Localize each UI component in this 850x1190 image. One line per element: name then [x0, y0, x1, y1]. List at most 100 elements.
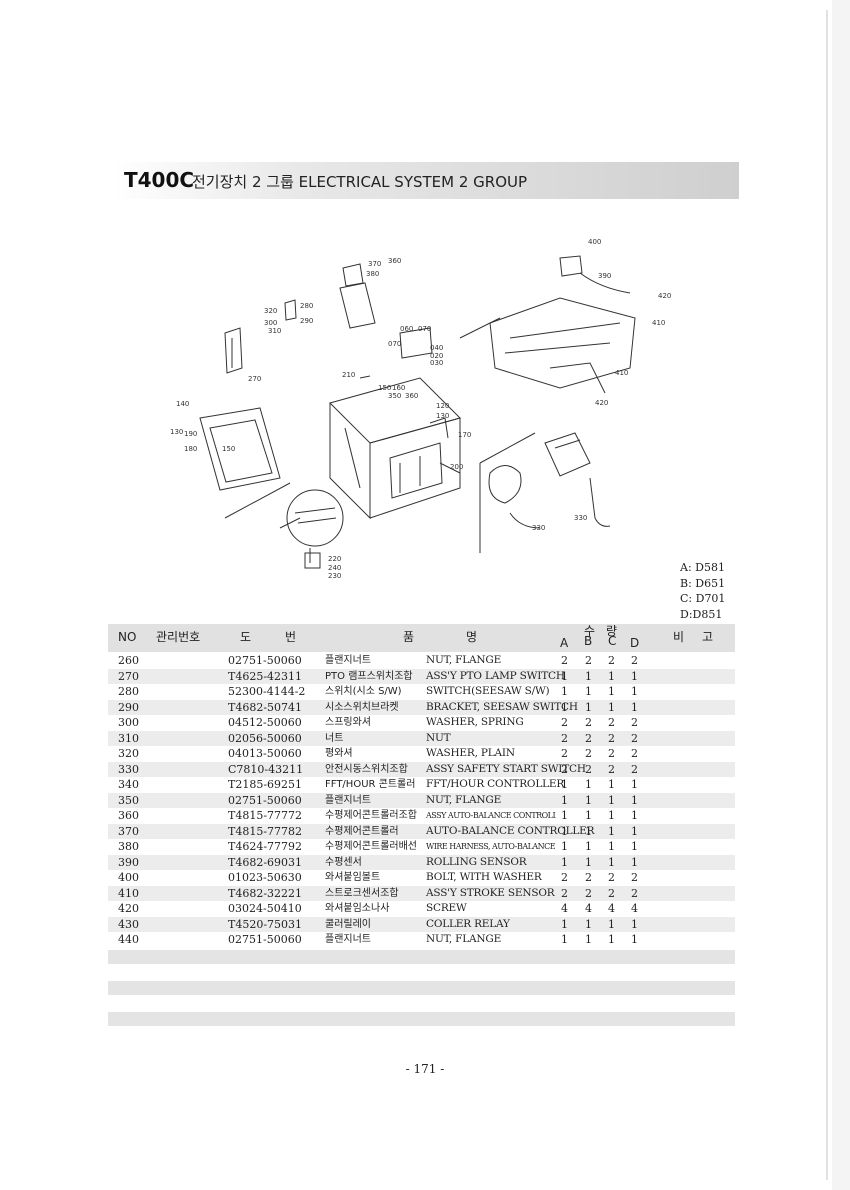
cell-no: 370	[118, 824, 139, 838]
svg-text:120: 120	[436, 402, 449, 410]
cell-a: 2	[561, 762, 568, 776]
table-band	[108, 1012, 735, 1026]
cell-b: 4	[585, 902, 592, 915]
cell-a: 2	[561, 654, 568, 667]
svg-text:360: 360	[405, 392, 418, 400]
cell-no: 410	[118, 886, 139, 900]
cell-d: 1	[631, 855, 638, 869]
svg-text:150: 150	[378, 384, 391, 392]
svg-text:380: 380	[366, 270, 379, 278]
cell-a: 4	[561, 902, 568, 915]
cell-kr: PTO 램프스위치조합	[325, 670, 413, 682]
cell-en: BRACKET, SEESAW SWITCH	[426, 700, 578, 713]
cell-en: NUT, FLANGE	[426, 654, 502, 666]
cell-b: 1	[585, 824, 592, 838]
cell-no: 300	[118, 716, 139, 729]
cell-no: 360	[118, 809, 139, 822]
model-code: T400C	[124, 168, 195, 192]
cell-no: 310	[118, 731, 139, 745]
cell-pn: T4624-77792	[228, 840, 303, 853]
cell-en: SCREW	[426, 902, 467, 914]
cell-d: 4	[631, 902, 638, 915]
col-a: A	[560, 636, 569, 650]
cell-c: 1	[608, 809, 615, 822]
cell-kr: 스트로크센서조합	[325, 887, 399, 899]
cell-d: 2	[631, 731, 638, 745]
cell-d: 1	[631, 778, 638, 791]
svg-text:130: 130	[170, 428, 183, 436]
col-go: 고	[702, 630, 714, 644]
cell-kr: 와셔붙임볼트	[325, 872, 381, 883]
cell-en: ASS'Y STROKE SENSOR	[426, 886, 555, 899]
cell-b: 1	[585, 809, 592, 822]
cell-kr: 쿨러릴레이	[325, 918, 371, 930]
cell-kr: 시소스위치브라켓	[325, 701, 399, 713]
cell-a: 1	[561, 793, 568, 807]
cell-no: 340	[118, 778, 139, 791]
svg-text:030: 030	[430, 359, 443, 367]
svg-text:390: 390	[598, 272, 611, 280]
svg-text:410: 410	[615, 369, 628, 377]
cell-kr: 수평제어콘트롤러	[325, 825, 399, 837]
cell-no: 430	[118, 917, 139, 931]
svg-text:420: 420	[595, 399, 608, 407]
cell-a: 2	[561, 871, 568, 884]
cell-d: 1	[631, 700, 638, 714]
cell-c: 2	[608, 654, 615, 667]
col-d: D	[630, 636, 640, 650]
cell-d: 2	[631, 654, 638, 667]
svg-text:070: 070	[388, 340, 401, 348]
cell-no: 260	[118, 654, 139, 667]
cell-kr: 플랜지너트	[325, 794, 371, 806]
cell-c: 2	[608, 762, 615, 776]
cell-d: 1	[631, 917, 638, 931]
cell-en: ASSY SAFETY START SWITCH	[426, 762, 586, 775]
cell-d: 2	[631, 762, 638, 776]
svg-text:400: 400	[588, 238, 601, 246]
cell-d: 2	[631, 747, 638, 760]
cell-d: 1	[631, 840, 638, 853]
cell-no: 270	[118, 669, 139, 683]
cell-en: NUT, FLANGE	[426, 933, 502, 945]
cell-a: 1	[561, 855, 568, 869]
svg-text:130: 130	[436, 412, 449, 420]
col-do: 도	[240, 630, 252, 644]
cell-b: 1	[585, 840, 592, 853]
cell-a: 1	[561, 840, 568, 853]
cell-en: BOLT, WITH WASHER	[426, 871, 542, 883]
cell-pn: 02056-50060	[228, 731, 302, 745]
cell-a: 1	[561, 685, 568, 698]
cell-pn: T4682-69031	[228, 855, 303, 869]
cell-b: 2	[585, 886, 592, 900]
cell-c: 1	[608, 685, 615, 698]
col-su: 수	[584, 624, 596, 638]
cell-en: WASHER, SPRING	[426, 716, 524, 728]
svg-text:150: 150	[222, 445, 235, 453]
cell-en: WASHER, PLAIN	[426, 747, 515, 759]
svg-text:070: 070	[418, 325, 431, 333]
cell-b: 2	[585, 871, 592, 884]
model-a: A: D581	[680, 561, 725, 574]
cell-a: 2	[561, 747, 568, 760]
group-title: 전기장치 2 그룹 ELECTRICAL SYSTEM 2 GROUP	[192, 173, 528, 191]
cell-c: 1	[608, 778, 615, 791]
svg-text:350: 350	[388, 392, 401, 400]
cell-pn: T4625-42311	[228, 669, 303, 683]
model-c: C: D701	[680, 592, 726, 605]
cell-pn: 04512-50060	[228, 716, 302, 729]
cell-pn: 02751-50060	[228, 933, 302, 946]
cell-b: 1	[585, 700, 592, 714]
cell-kr: 너트	[325, 732, 344, 744]
cell-en: ASS'Y PTO LAMP SWITCH	[426, 669, 565, 682]
svg-text:190: 190	[184, 430, 197, 438]
